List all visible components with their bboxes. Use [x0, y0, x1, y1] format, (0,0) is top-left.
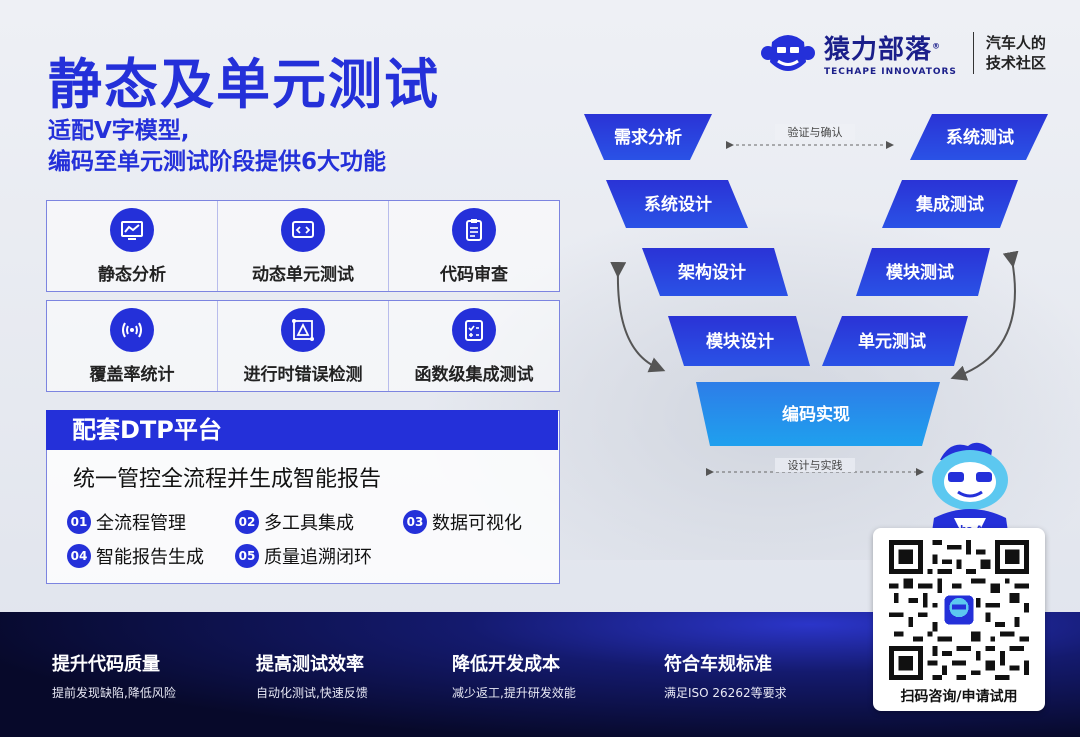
benefit-3: 降低开发成本 减少返工,提升研发效能	[452, 650, 576, 701]
dtp-item-label: 质量追溯闭环	[264, 547, 372, 568]
v-block-left-4	[668, 316, 810, 366]
feature-label: 函数级集成测试	[414, 364, 534, 385]
logo-text: 猿力部落® TECHAPE INNOVATORS	[824, 29, 957, 77]
checklist-icon	[452, 307, 496, 352]
number-badge: 04	[67, 544, 91, 568]
v-label-left-1: 需求分析	[614, 127, 682, 148]
v-label-left-3: 架构设计	[678, 262, 746, 283]
v-block-right-2	[882, 180, 1018, 228]
v-label-left-4: 模块设计	[706, 331, 774, 352]
bottom-note: 设计与实践	[788, 458, 843, 472]
subtitle-line-1: 适配V字模型,	[48, 118, 190, 144]
benefit-desc: 减少返工,提升研发效能	[452, 686, 576, 700]
ape-logo-icon	[761, 35, 815, 71]
dtp-item-label: 数据可视化	[432, 513, 522, 534]
page-title: 静态及单元测试	[48, 53, 440, 116]
v-block-right-4	[822, 316, 968, 366]
benefit-title: 符合车规标准	[664, 654, 772, 675]
feature-coverage: 覆盖率统计	[47, 301, 218, 391]
tagline-line-2: 技术社区	[985, 54, 1046, 72]
v-label-right-1: 系统测试	[946, 127, 1014, 148]
dtp-item-label: 多工具集成	[264, 513, 354, 534]
coverage-icon	[110, 307, 154, 352]
benefit-title: 提升代码质量	[52, 654, 160, 675]
left-curved-arrow	[610, 261, 666, 373]
benefit-2: 提高测试效率 自动化测试,快速反馈	[256, 650, 368, 701]
feature-label: 覆盖率统计	[89, 364, 175, 385]
number-badge: 05	[235, 544, 259, 568]
subtitle-line-2: 编码至单元测试阶段提供6大功能	[48, 149, 387, 175]
benefit-desc: 满足ISO 26262等要求	[664, 686, 787, 700]
code-window-icon	[281, 207, 325, 252]
feature-static-analysis: 静态分析	[47, 201, 218, 291]
dtp-heading: 配套DTP平台	[46, 410, 558, 450]
static-analysis-icon	[110, 207, 154, 252]
v-block-left-3	[642, 248, 788, 296]
v-block-bottom	[696, 382, 940, 446]
v-block-left-1	[584, 114, 712, 160]
dtp-item-label: 全流程管理	[96, 513, 186, 534]
dtp-subheading: 统一管控全流程并生成智能报告	[73, 467, 382, 492]
top-note: 验证与确认	[788, 125, 843, 139]
v-label-left-2: 系统设计	[644, 194, 712, 215]
qr-card[interactable]: 扫码咨询/申请试用	[873, 528, 1045, 711]
feature-runtime-error: 进行时错误检测	[218, 301, 389, 391]
qr-label: 扫码咨询/申请试用	[900, 689, 1018, 705]
feature-code-review: 代码审查	[389, 201, 559, 291]
brand-logo: 猿力部落® TECHAPE INNOVATORS 汽车人的 技术社区	[760, 28, 1046, 78]
benefit-desc: 自动化测试,快速反馈	[256, 686, 368, 700]
tagline-line-1: 汽车人的	[985, 34, 1046, 52]
number-badge: 02	[235, 510, 259, 534]
feature-label: 动态单元测试	[252, 264, 354, 285]
feature-row-2: 覆盖率统计 进行时错误检测 函数级集成测试	[46, 300, 560, 392]
logo-english: TECHAPE INNOVATORS	[824, 67, 957, 77]
benefit-title: 降低开发成本	[452, 654, 560, 675]
error-detect-icon	[281, 307, 325, 352]
feature-row-1: 静态分析 动态单元测试 代码审查	[46, 200, 560, 292]
benefit-title: 提高测试效率	[256, 654, 364, 675]
number-badge: 03	[403, 510, 427, 534]
v-label-right-3: 模块测试	[886, 262, 954, 283]
benefit-desc: 提前发现缺陷,降低风险	[52, 686, 176, 700]
logo-name: 猿力部落	[824, 35, 933, 65]
logo-divider	[972, 32, 974, 74]
feature-label: 代码审查	[440, 264, 508, 285]
feature-label: 静态分析	[98, 264, 166, 285]
clipboard-icon	[452, 207, 496, 252]
v-block-left-2	[606, 180, 748, 228]
benefit-4: 符合车规标准 满足ISO 26262等要求	[664, 650, 787, 701]
v-block-right-1	[910, 114, 1048, 160]
feature-integration-test: 函数级集成测试	[389, 301, 559, 391]
page-subtitle: 适配V字模型, 编码至单元测试阶段提供6大功能	[48, 116, 386, 178]
top-note-bg	[775, 124, 855, 140]
qr-code-icon[interactable]	[889, 540, 1029, 680]
logo-tagline: 汽车人的 技术社区	[986, 33, 1046, 73]
benefit-1: 提升代码质量 提前发现缺陷,降低风险	[52, 650, 176, 701]
dtp-item-label: 智能报告生成	[96, 547, 204, 568]
feature-dynamic-unit-test: 动态单元测试	[218, 201, 389, 291]
bottom-note-bg	[775, 458, 855, 472]
v-label-bottom: 编码实现	[782, 404, 850, 425]
number-badge: 01	[67, 510, 91, 534]
v-label-right-4: 单元测试	[858, 331, 926, 352]
right-curved-arrow	[950, 250, 1019, 381]
registered-mark: ®	[932, 41, 942, 51]
feature-label: 进行时错误检测	[243, 364, 363, 385]
v-label-right-2: 集成测试	[915, 194, 984, 215]
v-model-diagram: 需求分析 系统设计 架构设计 模块设计 系统测试 集成测试 模块测试 单元测试 …	[584, 114, 1048, 476]
